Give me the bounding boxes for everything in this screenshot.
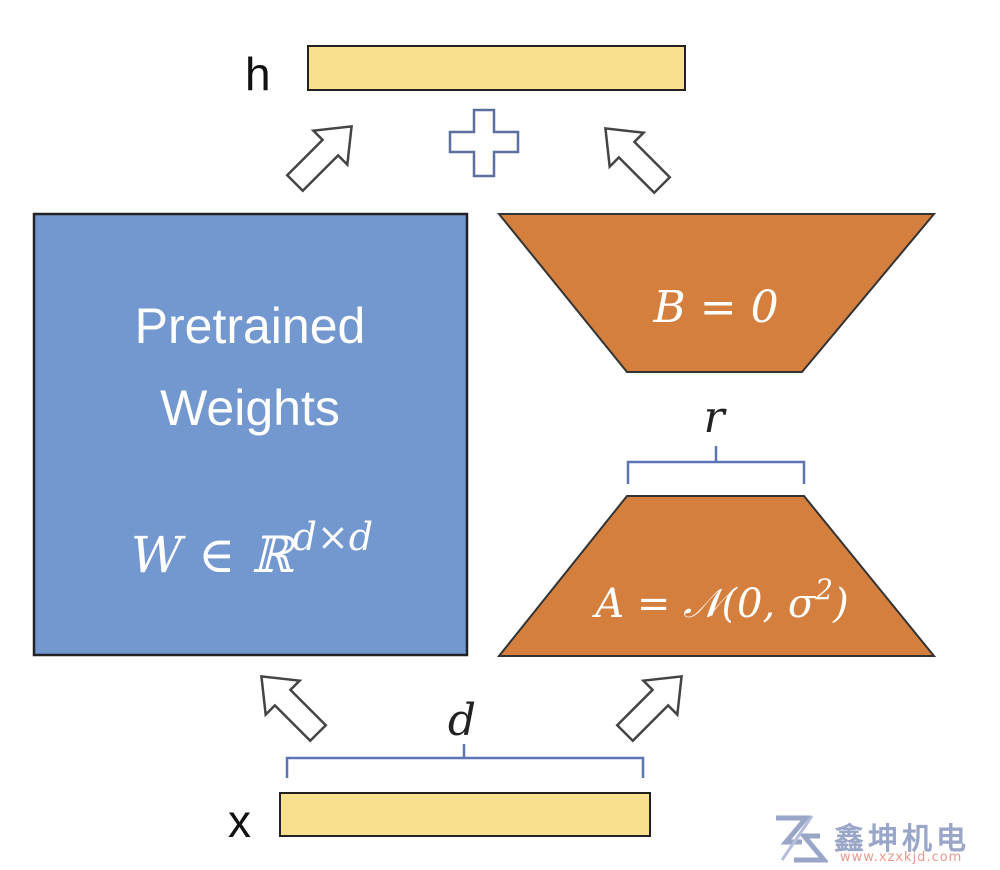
watermark-url: www.xzxkjd.com <box>840 850 963 865</box>
plus-icon <box>448 108 520 178</box>
watermark-logo-icon <box>776 815 828 863</box>
dim-bracket <box>285 744 645 778</box>
dim-label: d <box>448 695 476 746</box>
arrow-up-right-icon <box>285 125 353 193</box>
arrow-up-left-lower-icon <box>260 675 328 743</box>
arrow-up-left-icon <box>604 127 672 195</box>
matrix-a-label: A = 𝒩(0, σ2) <box>591 573 848 627</box>
output-bar <box>307 45 686 91</box>
matrix-b-trapezoid <box>496 213 937 373</box>
input-bar <box>279 792 651 837</box>
watermark-brand: 鑫坤机电 <box>834 822 970 857</box>
matrix-a-trapezoid <box>496 495 937 657</box>
pretrained-formula: W ∈ ℝd×d <box>131 515 373 584</box>
pretrained-label-line2: Weights <box>160 380 340 436</box>
matrix-b-label: B = 0 <box>652 282 778 333</box>
pretrained-label-line1: Pretrained <box>135 298 366 354</box>
rank-bracket <box>626 446 806 484</box>
input-label: x <box>228 795 251 847</box>
output-label: h <box>245 48 271 100</box>
rank-label: r <box>703 392 727 443</box>
pretrained-weights-box <box>32 212 469 657</box>
arrow-up-right-lower-icon <box>615 675 683 743</box>
watermark: 鑫坤机电 www.xzxkjd.com <box>772 812 998 866</box>
